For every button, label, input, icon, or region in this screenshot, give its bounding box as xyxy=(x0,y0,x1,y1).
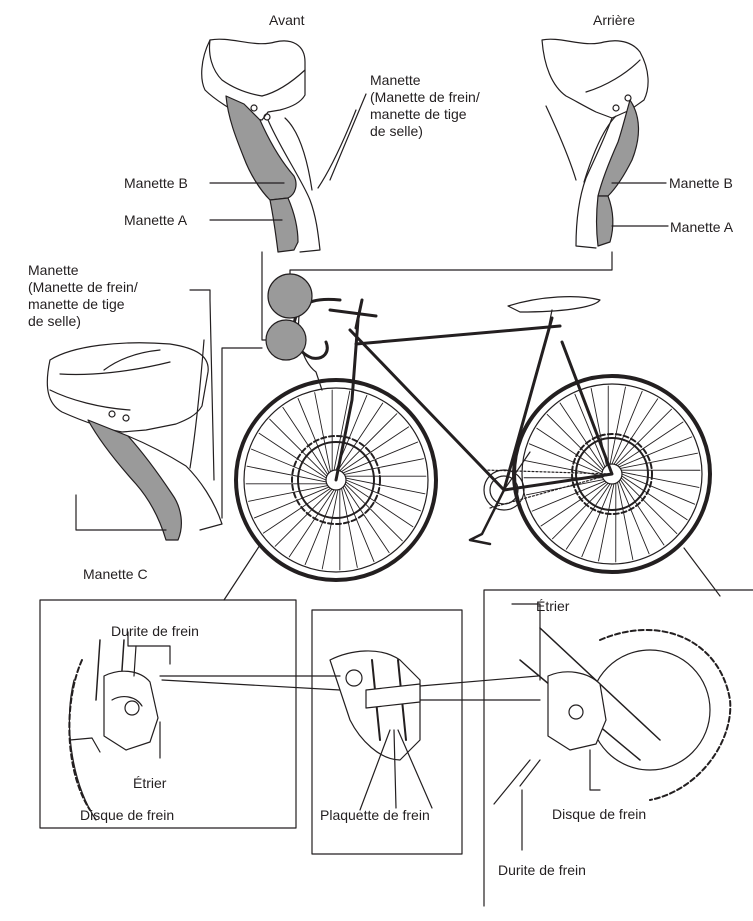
line: de selle) xyxy=(28,313,188,330)
wheel-spoke xyxy=(342,488,358,567)
rear-pad-zoom-line xyxy=(420,676,538,686)
rear-rotor-label: Disque de frein xyxy=(552,806,646,823)
front-lever-generic-label: Manette (Manette de frein/ manette de ti… xyxy=(370,72,530,140)
lever-c-label: Manette C xyxy=(83,566,148,583)
line: Manette xyxy=(28,262,188,279)
rear-detail-connector xyxy=(684,548,720,596)
line: Manette xyxy=(370,72,530,89)
wheel-spoke xyxy=(620,453,697,468)
rear-lever-b-label: Manette B xyxy=(669,175,733,192)
rear-lever-a-label: Manette A xyxy=(670,219,733,236)
wheel-spoke xyxy=(334,391,350,470)
rear-connector xyxy=(290,252,612,290)
wheel-spoke xyxy=(618,482,633,559)
wheel-spoke xyxy=(619,481,649,554)
wheel-spoke xyxy=(346,478,425,494)
line: (Manette de frein/ xyxy=(370,89,530,106)
wheel-spoke xyxy=(315,393,331,472)
wheel-spoke xyxy=(610,387,625,464)
wheel-spoke xyxy=(599,484,614,561)
front-lever-generic-leader xyxy=(330,94,366,180)
left-generic-leader xyxy=(190,290,214,480)
line: (Manette de frein/ xyxy=(28,279,188,296)
line: de selle) xyxy=(370,123,530,140)
front-detail-connector xyxy=(224,545,260,600)
rear-lever-leaders xyxy=(612,183,668,226)
left-lever-generic-label: Manette (Manette de frein/ manette de ti… xyxy=(28,262,188,330)
lever-c-connector xyxy=(222,348,262,518)
rear-hose-label: Durite de frein xyxy=(498,862,586,879)
wheel-spoke xyxy=(249,486,328,502)
wheel-spoke xyxy=(322,490,338,569)
wheel-spoke xyxy=(525,461,602,476)
wheel-spoke xyxy=(566,484,610,549)
wheel-spoke xyxy=(622,472,699,487)
line: manette de tige xyxy=(370,106,530,123)
bicycle-illustration xyxy=(236,274,710,580)
wheel-spoke xyxy=(622,476,687,520)
heading-front: Avant xyxy=(269,12,305,29)
front-hose-label: Durite de frein xyxy=(111,623,199,640)
wheel-spoke xyxy=(537,428,602,472)
front-lever-a-label: Manette A xyxy=(124,212,187,229)
heading-rear: Arrière xyxy=(593,12,635,29)
front-lever-b-label: Manette B xyxy=(124,175,188,192)
left-lever-illustration xyxy=(47,340,222,540)
wheel-spoke xyxy=(575,394,605,467)
lever-c-shape xyxy=(88,420,181,540)
wheel-spoke xyxy=(614,399,658,464)
wheel-spoke xyxy=(344,459,423,475)
rear-lever-a-shape xyxy=(597,196,613,246)
front-lever-b-shape xyxy=(226,96,296,200)
rear-brake-detail-frame xyxy=(484,590,753,906)
pads-label: Plaquette de frein xyxy=(320,807,430,824)
rear-shift-lever-illustration xyxy=(542,39,648,248)
wheel-spoke xyxy=(619,437,692,467)
line: manette de tige xyxy=(28,296,188,313)
front-caliper-label: Étrier xyxy=(133,775,166,792)
front-rotor-label: Disque de frein xyxy=(80,807,174,824)
rear-caliper-label: Étrier xyxy=(536,598,569,615)
wheel-spoke xyxy=(247,466,326,482)
front-lever-a-shape xyxy=(270,198,298,252)
pad-detail xyxy=(330,651,432,810)
front-pad-zoom-line-2 xyxy=(162,680,340,690)
